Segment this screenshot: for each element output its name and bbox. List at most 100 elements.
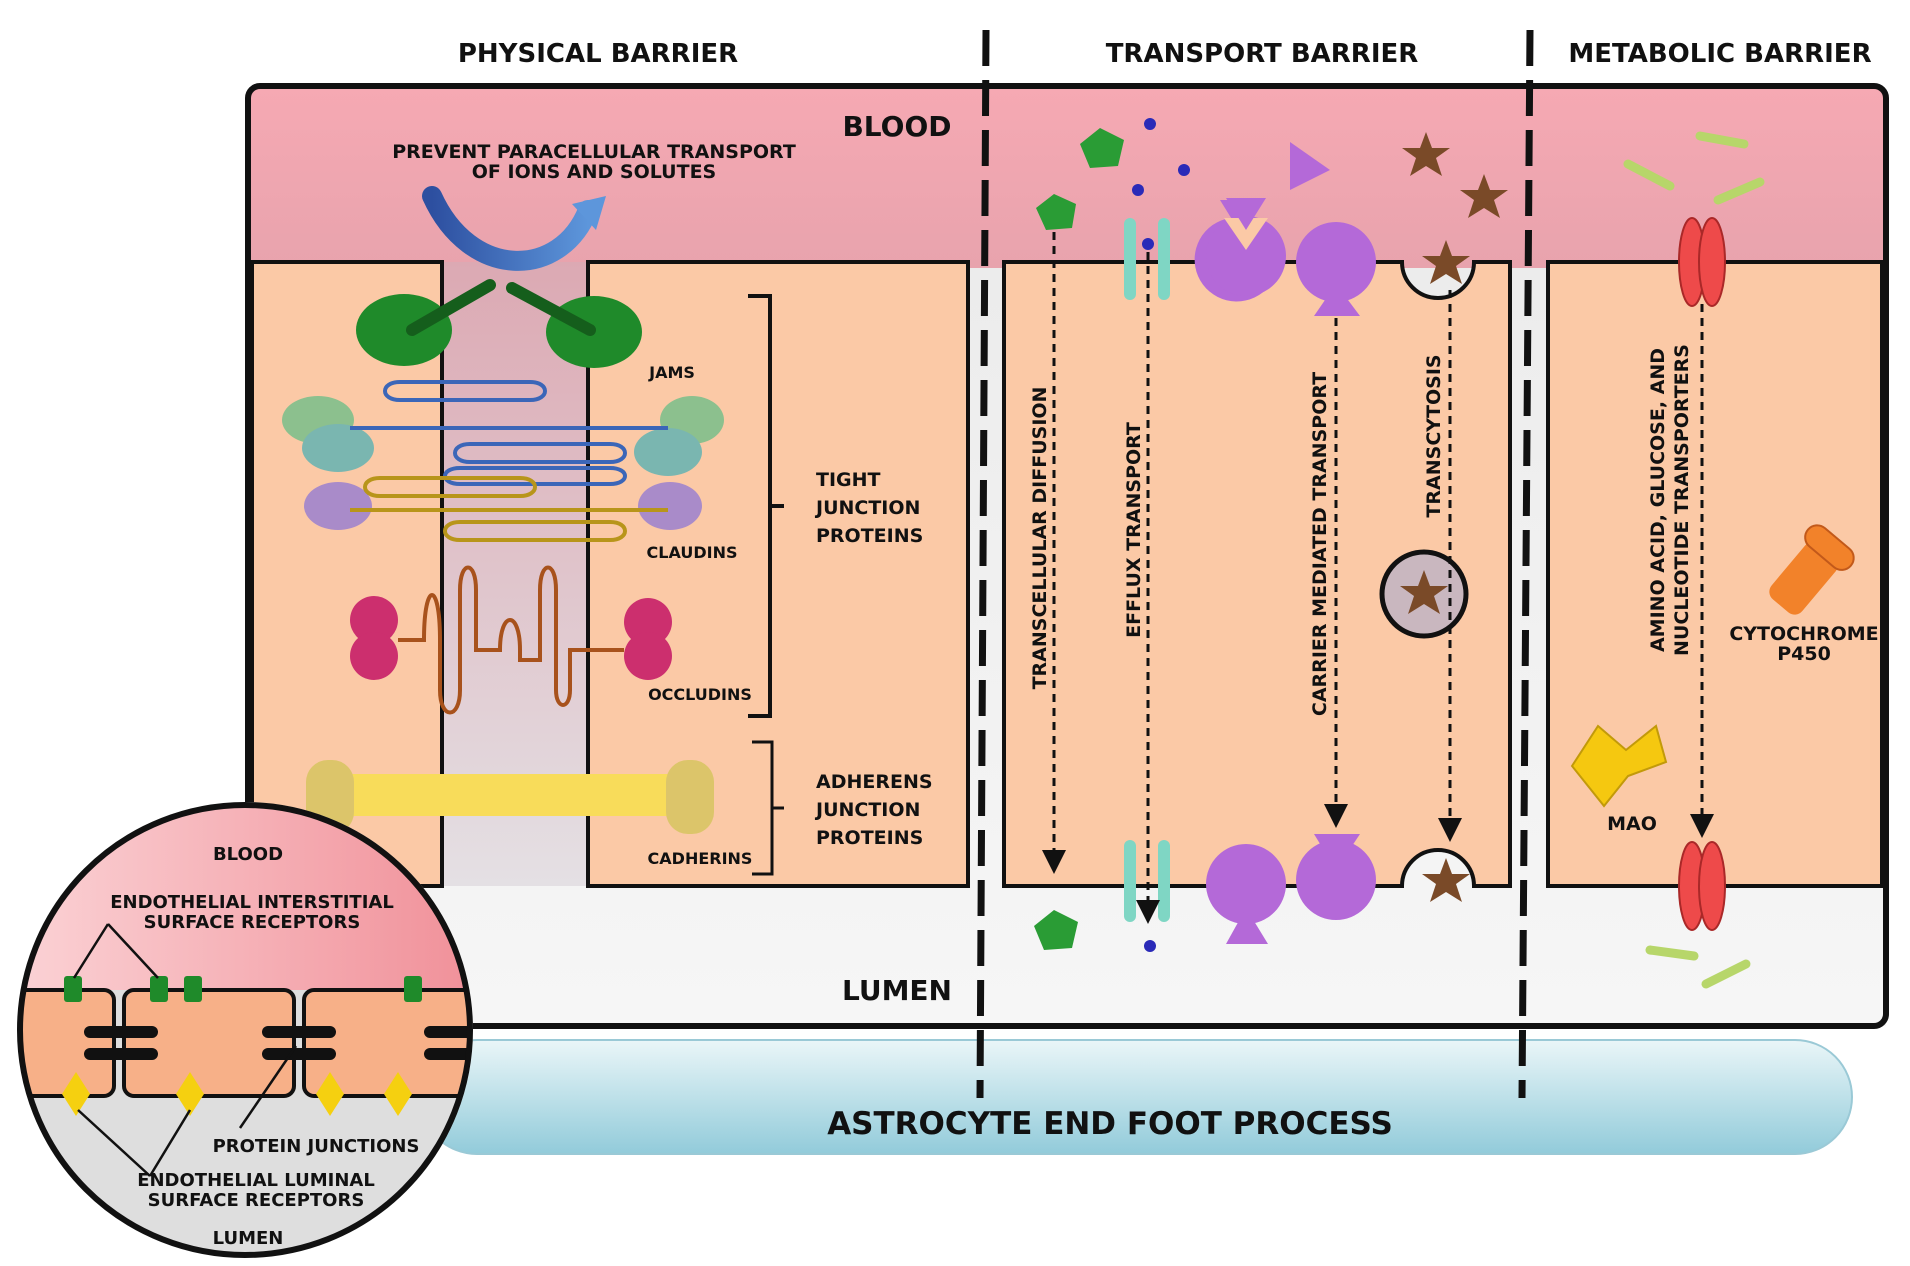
mao-label: MAO [1607,813,1657,835]
tight-junction-bracket [748,294,784,718]
claudin-proteins [282,380,724,542]
transcytosis-star-vesicle [1400,570,1448,614]
transcytosis-star-bottom [1422,858,1470,902]
paracellular-arrow [422,186,598,271]
transcytosis-label: TRANSCYTOSIS [1423,354,1445,517]
inset-luminal-label-2: SURFACE RECEPTORS [148,1190,365,1211]
luminal-pointer [77,1109,192,1177]
luminal-receptor-3 [316,1072,344,1116]
jam-left [356,294,452,366]
efflux-label: EFFLUX TRANSPORT [1123,422,1145,638]
efflux-particle-3 [1132,184,1144,196]
transport-barrier: TRANSCELLULAR DIFFUSION EFFLUX TRANSPORT… [1002,118,1512,952]
endothelial-cell-right [586,260,970,888]
astrocyte-label: ASTROCYTE END FOOT PROCESS [827,1106,1393,1142]
diffusion-molecule-top [1080,128,1124,168]
diffusion-molecule-mid [1036,194,1076,230]
astrocyte-end-foot: ASTROCYTE END FOOT PROCESS [419,1039,1853,1155]
transcellular-label: TRANSCELLULAR DIFFUSION [1029,387,1051,690]
blood-region [248,86,1886,268]
adherens-junction-bracket [752,740,784,876]
section-title-physical: PHYSICAL BARRIER [458,39,738,69]
metabolic-barrier: AMINO ACID, GLUCOSE, AND NUCLEOTIDE TRAN… [1546,131,1884,989]
transcytosis-star-1 [1402,132,1450,176]
transcytosis-star-2 [1460,174,1508,218]
jams-label: JAMS [648,363,695,382]
claudin-strand-gold [350,476,668,542]
claudin-strand-blue [350,380,668,486]
tight-label-2: JUNCTION [814,497,920,519]
endothelial-cell-transport [1002,260,1512,888]
carrier-label: CARRIER MEDIATED TRANSPORT [1309,372,1331,716]
physical-barrier: PREVENT PARACELLULAR TRANSPORT OF IONS A… [250,141,970,888]
cadherins-label: CADHERINS [648,849,753,868]
transporters-label-1: AMINO ACID, GLUCOSE, AND [1647,348,1669,652]
inset-luminal-label-1: ENDOTHELIAL LUMINAL [137,1170,375,1191]
nutrient-rod-2 [1695,131,1749,149]
cyp450-label-1: CYTOCHROME [1729,623,1878,645]
nutrient-transporter-top [1678,217,1726,307]
nutrient-transporter-bottom [1678,841,1726,931]
efflux-particle-4 [1142,238,1154,250]
jam-proteins [356,279,642,368]
interstitial-receptor-3 [184,976,202,1002]
paracellular-label-1: PREVENT PARACELLULAR TRANSPORT [392,141,796,163]
carrier-bottom-right [1296,834,1376,920]
inset-blood-label: BLOOD [213,844,283,865]
main-border [245,83,1889,1029]
claudins-label: CLAUDINS [647,543,738,562]
paracellular-label-2: OF IONS AND SOLUTES [472,161,716,183]
cyp450-label-2: P450 [1777,643,1831,665]
interstitial-pointer [72,923,159,979]
adherens-label-1: ADHERENS [816,771,933,793]
adherens-label-2: JUNCTION [814,799,920,821]
efflux-channel-top-left [1124,218,1136,300]
nutrient-rod-5 [1701,959,1751,989]
nutrient-rod-3 [1713,177,1765,205]
tight-label-1: TIGHT [816,469,881,491]
transporters-label-2: NUCLEOTIDE TRANSPORTERS [1671,344,1693,656]
junction-pointer [238,1045,298,1129]
interstitial-receptor-1 [64,976,82,1002]
interstitial-receptor-4 [404,976,422,1002]
inset-interstitial-label-1: ENDOTHELIAL INTERSTITIAL [110,892,394,913]
luminal-receptor-4 [384,1072,412,1116]
occludin-proteins [350,565,672,715]
diffusion-molecule-lumen [1034,910,1078,950]
efflux-channel-top-right [1158,218,1170,300]
luminal-receptor-1 [62,1072,90,1116]
divider-physical-transport [976,29,990,1099]
mao-icon [1570,724,1668,808]
efflux-channel-bottom-right [1158,840,1170,922]
cytochrome-p450-icon [1769,524,1855,615]
divider-transport-metabolic [1518,29,1534,1099]
lumen-label: LUMEN [842,974,952,1007]
inset-border [17,802,473,1258]
efflux-particle-1 [1144,118,1156,130]
blood-label: BLOOD [842,110,951,143]
nutrient-rod-1 [1623,159,1675,191]
section-title-metabolic: METABOLIC BARRIER [1568,39,1871,69]
carrier-ligand-top [1290,142,1330,190]
adherens-label-3: PROTEINS [816,827,923,849]
inset-cell-1 [20,988,116,1098]
efflux-particle-lumen [1144,940,1156,952]
inset-lumen-label: LUMEN [213,1228,284,1249]
interstitial-receptor-2 [150,976,168,1002]
cadherin-proteins [306,760,714,834]
section-title-transport: TRANSPORT BARRIER [1106,39,1419,69]
inset-junction-label: PROTEIN JUNCTIONS [213,1136,420,1157]
occludin-strand [398,565,624,715]
nutrient-rod-4 [1645,945,1699,961]
paracellular-arrowhead [572,196,606,230]
inset-interstitial-label-2: SURFACE RECEPTORS [144,912,361,933]
transcytosis-star-3 [1422,240,1470,284]
carrier-top-left [1194,198,1286,302]
efflux-particle-2 [1178,164,1190,176]
tight-label-3: PROTEINS [816,525,923,547]
efflux-channel-bottom-left [1124,840,1136,922]
inset-cell-2 [122,988,296,1098]
carrier-top-right [1296,222,1376,316]
carrier-bottom-left [1206,844,1286,944]
